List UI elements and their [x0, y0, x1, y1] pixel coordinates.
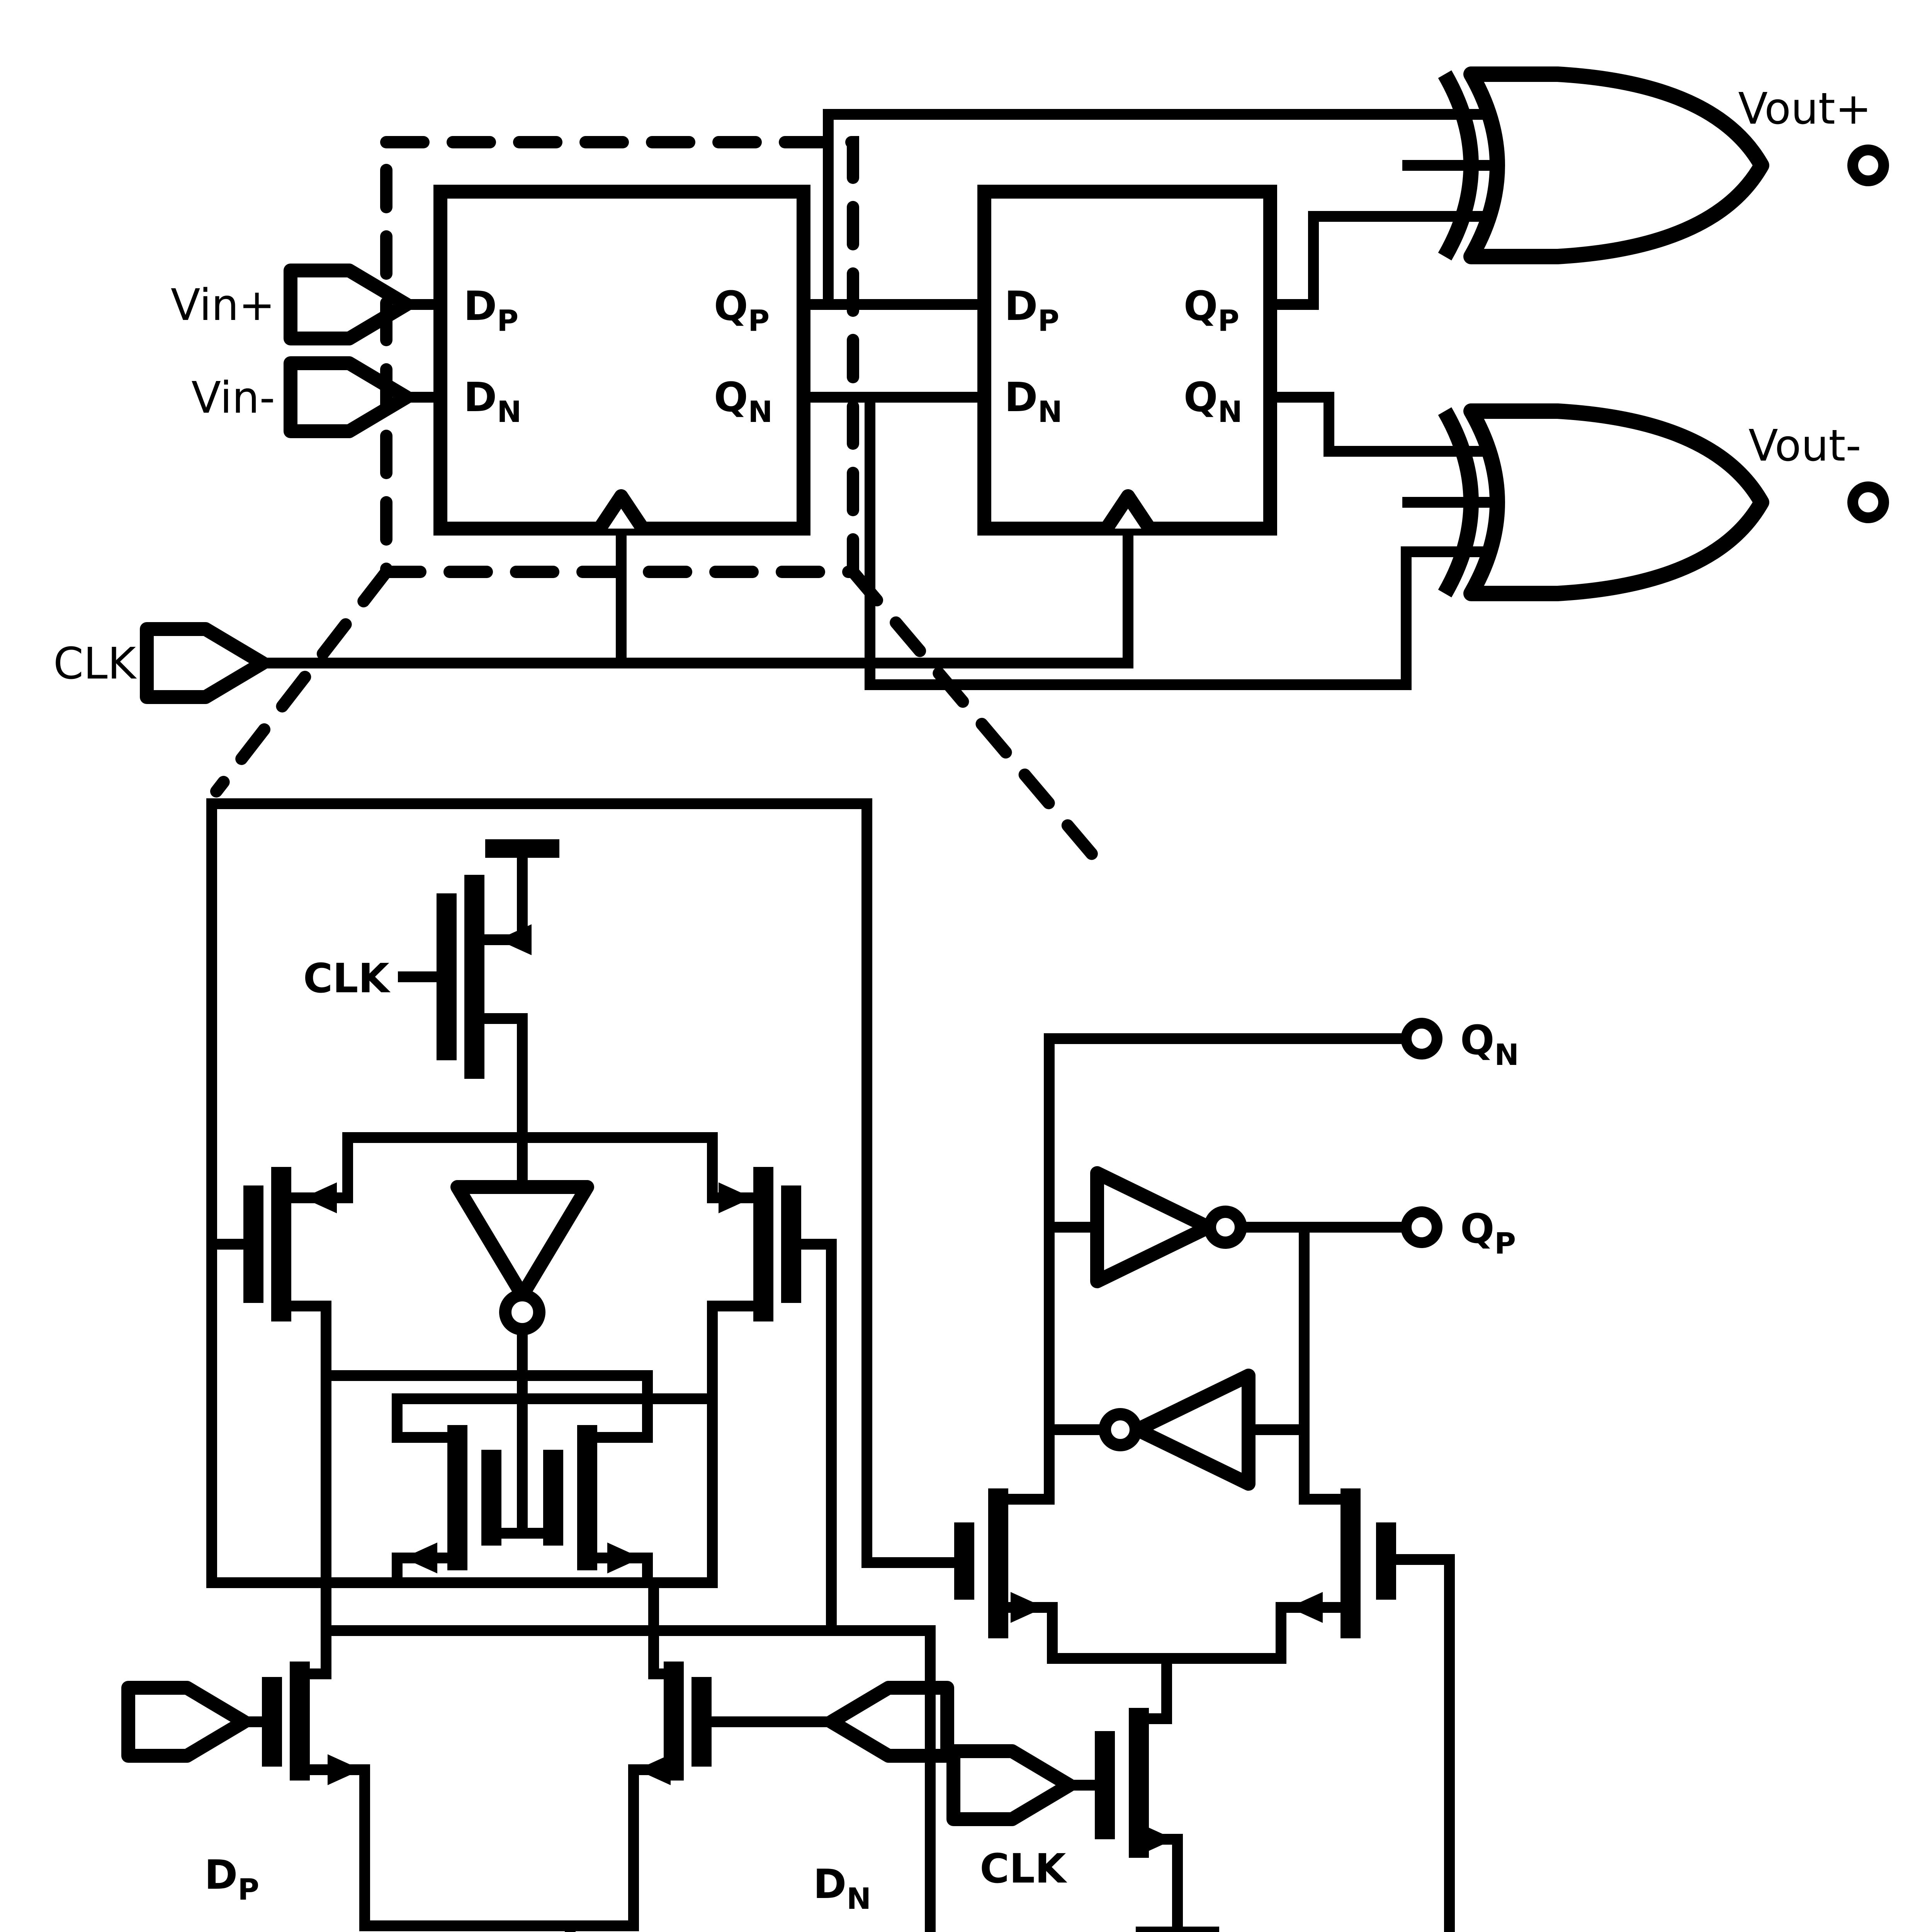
ff2-port-qn: QN [1184, 374, 1242, 429]
ground-master-icon [565, 1920, 576, 1932]
inverter-top-triangle [1090, 1166, 1215, 1288]
ff2-box [977, 185, 1277, 536]
ff2-clock-triangle-icon [1101, 489, 1155, 532]
xor-gate-top [1438, 66, 1889, 264]
master-stage: CLK [121, 798, 960, 1932]
nmos-clk-source [1143, 1834, 1183, 1932]
pmos-right-gate-wire [797, 1239, 837, 1636]
flipflop-2: DP QP DN QN [977, 185, 1277, 536]
xor1-body-icon [1463, 66, 1769, 264]
ff1-port-qn: QN [714, 374, 773, 429]
vout-plus-label: Vout+ [1738, 84, 1871, 134]
nmos-inner-left-drain [392, 1393, 454, 1443]
clk-slave-pad-icon [946, 1744, 1076, 1826]
pmos-left-drain [285, 1301, 331, 1679]
nmos-tail-right-arrow-icon [1289, 1592, 1323, 1623]
pmos-clk-drain [478, 1013, 528, 1143]
nmos-dn-drain [648, 1577, 670, 1679]
ff2-port-dn: DN [1004, 374, 1062, 429]
vdd-icon [485, 839, 559, 945]
ff1-port-qp: QP [714, 282, 770, 338]
nmos-dp-icon [121, 1662, 370, 1931]
clk-pad-icon [140, 622, 270, 704]
dp-label: DP [204, 1851, 259, 1906]
nmos-inner-right-arrow-icon [607, 1543, 641, 1573]
inverter-bottom-triangle [1130, 1369, 1256, 1491]
clk-label: CLK [53, 639, 137, 689]
xor-gate-bottom [1438, 403, 1889, 601]
input-pads [140, 264, 413, 704]
qn-terminal [1401, 1018, 1442, 1060]
nmos-dn-source [628, 1764, 670, 1931]
wire-ff2qp-xor1 [1265, 211, 1501, 310]
qp-terminal [1401, 1206, 1442, 1248]
pmos-left-arrow-icon [303, 1182, 337, 1213]
clk-slave-label: CLK [980, 1845, 1067, 1892]
pmos-right-drain [707, 1301, 759, 1588]
nmos-dp-arrow-icon [328, 1754, 362, 1785]
nmos-dp-source [304, 1764, 370, 1931]
vin-minus-pad-icon [284, 356, 413, 438]
nmos-clk-arrow-icon [1140, 1824, 1174, 1855]
pmos-left-source [285, 1132, 353, 1203]
pmos-right-icon [707, 1132, 837, 1636]
vout-plus-terminal [1847, 145, 1889, 186]
ff1-box [433, 185, 810, 536]
clk-master-label: CLK [303, 955, 391, 1002]
pmos-clk-arrow-icon [498, 924, 532, 955]
flipflop-1: DP QP DN QN [433, 185, 810, 536]
dn-label: DN [813, 1861, 871, 1916]
wire-slave-loop [925, 1554, 1455, 1932]
nmos-dn-arrow-icon [637, 1754, 671, 1785]
pmos-left-icon [206, 1132, 353, 1679]
ff1-port-dn: DN [464, 374, 522, 429]
ff1-clock-triangle-icon [594, 489, 649, 532]
nmos-tail-left-arrow-icon [1011, 1592, 1045, 1623]
ff1-port-dp: DP [464, 282, 518, 338]
wire-ff2qn-xor2 [1265, 392, 1501, 457]
vin-plus-label: Vin+ [171, 280, 275, 330]
nmos-clk-slave-icon [946, 1708, 1183, 1932]
inverter-slave-top-icon [1044, 1166, 1413, 1288]
wire-outer-loop [206, 798, 872, 1588]
nmos-tail-pair [954, 1488, 1396, 1664]
qn-label: QN [1460, 1017, 1519, 1072]
xor2-input-arc [1438, 407, 1479, 597]
dp-pad-icon [121, 1681, 251, 1763]
nmos-inner-left-arrow-icon [403, 1543, 437, 1573]
qp-label: QP [1460, 1205, 1516, 1260]
vin-plus-pad-icon [284, 264, 413, 345]
slave-stage: QN QP [925, 1017, 1519, 1932]
xor2-body-icon [1463, 403, 1769, 601]
inverter-slave-bottom-icon [1044, 1369, 1310, 1491]
dashed-diagonal-left [210, 566, 392, 798]
dn-pad-icon [824, 1681, 954, 1763]
ff2-port-dp: DP [1004, 282, 1059, 338]
vin-minus-label: Vin- [191, 373, 275, 423]
nmos-inner-right-drain [591, 1370, 653, 1443]
dashed-callout [210, 136, 1116, 881]
vout-minus-label: Vout- [1748, 421, 1861, 471]
inverter-master-icon [450, 1132, 594, 1539]
wire-ff1qp-xor1 [823, 109, 1501, 310]
dashed-box [380, 136, 859, 578]
pmos-clk-master-icon [398, 875, 532, 1143]
inverter-master-triangle [450, 1180, 594, 1302]
ff2-port-qp: QP [1184, 282, 1239, 338]
vout-minus-terminal [1847, 481, 1889, 523]
nmos-inner-pair [392, 1370, 653, 1588]
xor1-input-arc [1438, 70, 1479, 260]
pmos-right-arrow-icon [719, 1182, 753, 1213]
nmos-dn-icon [628, 1577, 954, 1931]
dashed-diagonal-right [847, 566, 1116, 881]
